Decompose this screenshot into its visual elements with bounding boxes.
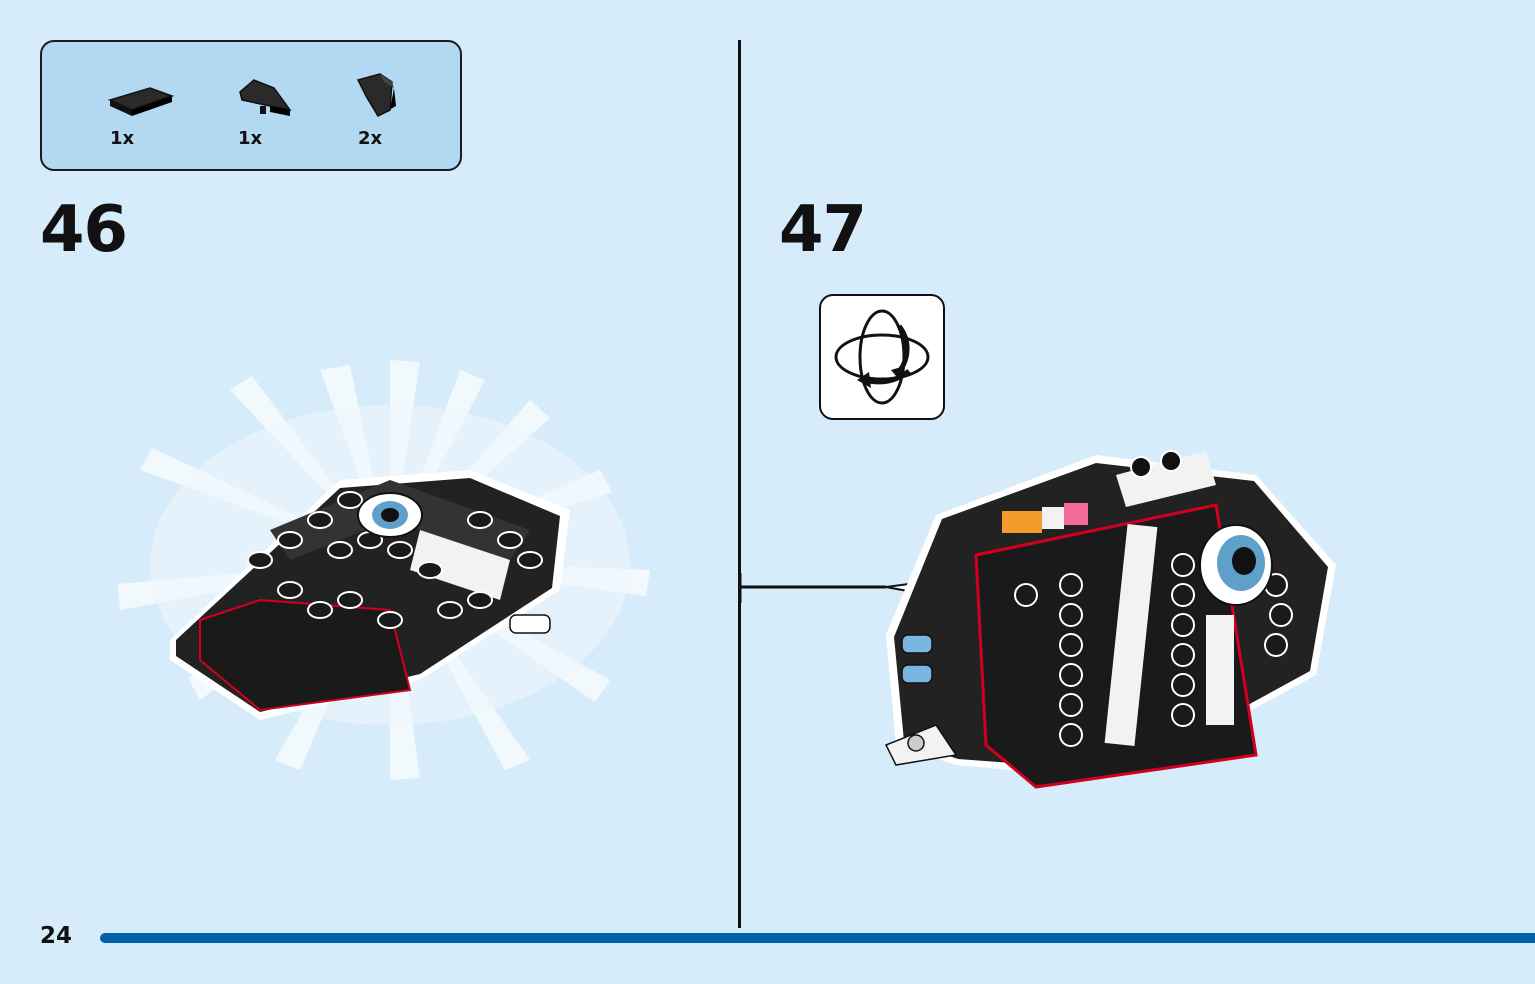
rotate-callout — [819, 294, 945, 420]
page-progress-bar — [100, 933, 1535, 943]
step-divider — [738, 40, 741, 928]
step-47-model-illustration — [738, 450, 1336, 789]
part-item: 1x — [230, 66, 320, 156]
part-qty: 1x — [110, 128, 135, 149]
wedge-plate-icon — [239, 79, 292, 116]
part-qty: 2x — [358, 128, 383, 149]
curved-slope-icon — [356, 73, 396, 117]
step-46-model-illustration — [118, 360, 650, 780]
part-qty: 1x — [238, 128, 263, 149]
page-number: 24 — [40, 923, 73, 949]
part-item: 1x — [102, 66, 192, 156]
eye-element — [1199, 524, 1273, 606]
parts-callout: 1x 1x 2x — [40, 40, 462, 171]
rotate-model-icon — [834, 309, 930, 405]
tile-1x2-icon — [107, 87, 175, 116]
part-item: 2x — [350, 66, 440, 156]
eye-element — [357, 492, 423, 538]
step-number: 46 — [40, 193, 128, 267]
step-number: 47 — [779, 193, 867, 267]
